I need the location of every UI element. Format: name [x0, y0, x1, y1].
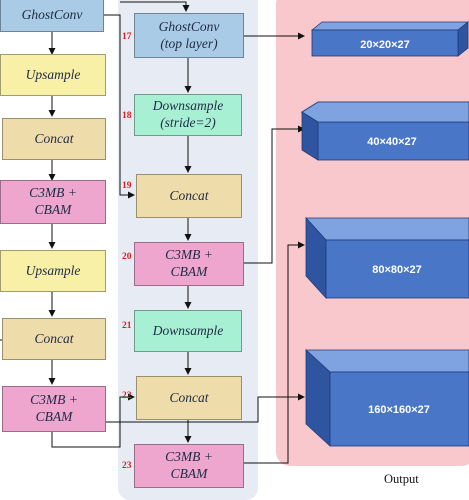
right-downsample-block-2: Downsample [134, 310, 242, 352]
right-downsample-block-1: Downsample (stride=2) [134, 94, 242, 136]
left-upsample-block-2: Upsample [0, 250, 106, 292]
left-c3mb-cbam-block-2: C3MB + CBAM [2, 386, 106, 432]
output-label-2: 40×40×27 [367, 136, 417, 148]
connection-lines: 20×20×27 40×40×27 80×80×27 160×160×27 [0, 1, 469, 464]
left-concat-block-1: Concat [2, 118, 106, 160]
left-c3mb-cbam-block-1: C3MB + CBAM [0, 180, 106, 224]
output-cube-1 [310, 21, 469, 57]
layer-number-17: 17 [122, 32, 132, 42]
layer-number-21: 21 [122, 321, 132, 331]
left-concat-block-2: Concat [2, 318, 106, 360]
right-concat-block-1: Concat [136, 174, 242, 218]
right-c3mb-cbam-block-1: C3MB + CBAM [134, 242, 244, 286]
layer-number-20: 20 [122, 252, 132, 262]
right-c3mb-cbam-block-2: C3MB + CBAM [134, 444, 244, 488]
output-label-1: 20×20×27 [360, 39, 410, 51]
output-label-3: 80×80×27 [372, 264, 422, 276]
layer-number-22: 22 [122, 391, 132, 401]
output-cube-2 [300, 101, 469, 161]
right-concat-block-2: Concat [136, 376, 242, 420]
layer-number-18: 18 [122, 111, 132, 121]
layer-number-23: 23 [122, 461, 132, 471]
output-title: Output [384, 472, 419, 486]
left-upsample-block-1: Upsample [0, 54, 106, 96]
output-label-4: 160×160×27 [368, 404, 430, 416]
output-cube-3 [305, 216, 469, 300]
left-ghostconv-block: GhostConv [0, 0, 104, 32]
layer-number-19: 19 [122, 181, 132, 191]
right-ghostconv-block: GhostConv (top layer) [134, 13, 244, 58]
output-cube-4 [304, 349, 469, 447]
